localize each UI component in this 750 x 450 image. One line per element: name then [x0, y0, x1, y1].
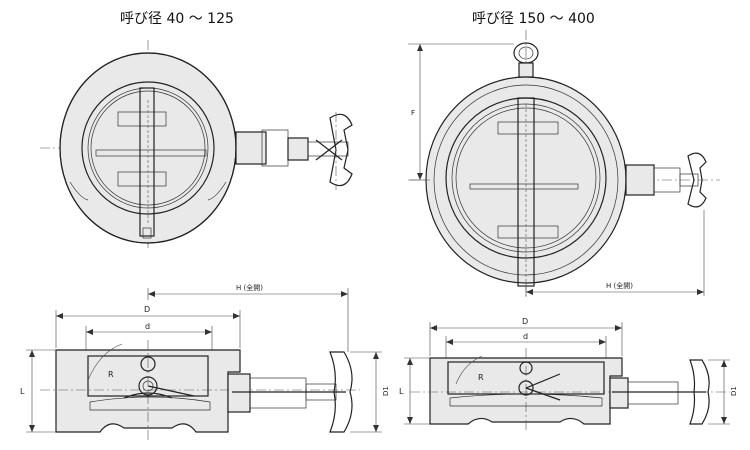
left-section-view: R [26, 288, 382, 440]
label-L-left: L [20, 387, 25, 396]
title-right-size-range: 呼び径 150 ～ 400 [472, 11, 595, 27]
label-D-right: D [522, 317, 528, 326]
right-section-view: R [404, 322, 730, 430]
right-front-view [408, 30, 720, 300]
label-F: F [411, 109, 415, 117]
label-D1-right: D1 [730, 386, 738, 396]
label-H-right: H (全開) [606, 281, 633, 290]
label-D-left: D [144, 305, 150, 314]
label-d-right: d [523, 332, 528, 341]
label-d-left: d [145, 322, 150, 331]
label-R-left: R [108, 370, 114, 379]
label-L-right: L [399, 387, 404, 396]
label-R-right: R [478, 373, 484, 382]
left-front-view [40, 40, 353, 250]
title-left-size-range: 呼び径 40 ～ 125 [120, 11, 234, 27]
label-H-left: H (全開) [236, 283, 263, 292]
label-D1-left: D1 [382, 386, 390, 396]
